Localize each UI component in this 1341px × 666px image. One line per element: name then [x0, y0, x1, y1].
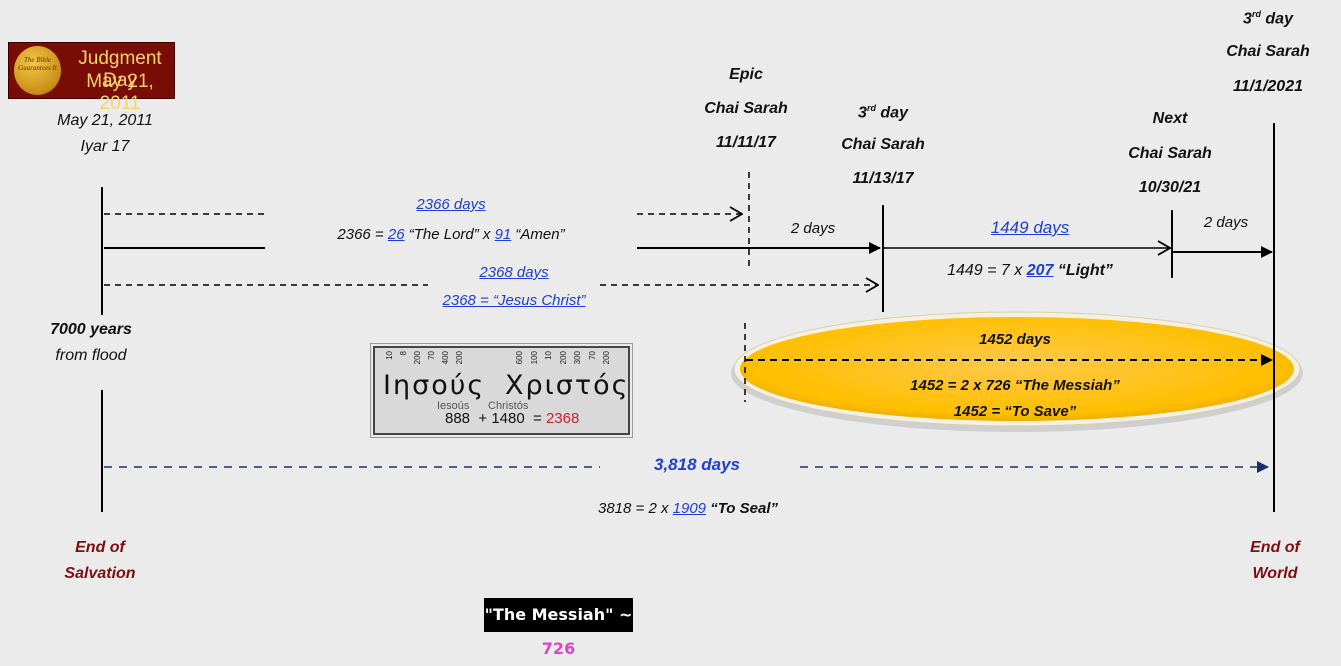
eq-1452-messiah: 1452 = 2 x 726 “The Messiah”: [910, 377, 1120, 394]
left-date-line2: Iyar 17: [80, 138, 130, 155]
greek-letter-value: 200: [455, 351, 464, 365]
third-2021-line2: Chai Sarah: [1226, 43, 1310, 60]
link-207[interactable]: 207: [1026, 262, 1054, 279]
greek-letter-value: 70: [427, 351, 436, 360]
epic-line1: Epic: [729, 66, 763, 83]
epic-line3: 11/11/17: [716, 134, 776, 151]
link-26[interactable]: 26: [387, 226, 405, 243]
end-of-salvation-line2: Salvation: [64, 565, 136, 582]
bible-guarantees-seal: The Bible Guarantees It: [14, 46, 61, 95]
greek-word-iesous: Ιησούς: [383, 370, 486, 401]
translit-iesous: Iesoús: [437, 400, 470, 412]
messiah-ellipse: [740, 317, 1294, 421]
two-days-b: 2 days: [1203, 214, 1249, 231]
greek-letter-value: 10: [385, 351, 394, 360]
next-line2: Chai Sarah: [1128, 145, 1212, 162]
left-years-line1: 7000 years: [50, 321, 132, 338]
two-days-a: 2 days: [790, 220, 836, 237]
timeline-lines: [101, 123, 1303, 512]
jesus-christ-greek-box: Ιησούς Χριστός Iesoús Christós 888 + 148…: [370, 343, 633, 438]
greek-letter-value: 100: [529, 351, 539, 365]
eq-3818: 3818 = 2 x 1909 “To Seal”: [598, 500, 778, 517]
third-2021-line3: 11/1/2021: [1233, 78, 1303, 95]
link-91[interactable]: 91: [494, 226, 512, 243]
greek-letter-value: 70: [587, 351, 597, 360]
greek-word-christos: Χριστός: [505, 370, 630, 401]
badge-line1: Judgment Day: [78, 48, 162, 91]
third-2017-line2: Chai Sarah: [841, 136, 925, 153]
third-2021-line1: 3rd day: [1243, 9, 1293, 28]
greek-letter-value: 300: [573, 351, 582, 365]
eq-1452-to-save: 1452 = “To Save”: [953, 403, 1077, 420]
label-1452-days: 1452 days: [979, 331, 1051, 348]
epic-line2: Chai Sarah: [704, 100, 788, 117]
eq-2366: 2366 = 26 “The Lord” x 91 “Amen”: [337, 226, 565, 243]
label-3818-days: 3,818 days: [653, 455, 741, 474]
greek-letter-value: 200: [602, 351, 611, 365]
greek-letter-value: 10: [544, 351, 553, 360]
third-2017-line3: 11/13/17: [852, 170, 914, 187]
greek-letter-value: 200: [413, 351, 422, 365]
greek-sum: 888 + 1480 = 2368: [445, 410, 580, 427]
next-line1: Next: [1152, 110, 1188, 127]
translit-christos: Christós: [488, 400, 529, 412]
label-2366-days[interactable]: 2366 days: [416, 196, 486, 213]
eq-1449: 1449 = 7 x 207 “Light”: [947, 262, 1113, 279]
end-of-world-line1: End of: [1250, 539, 1300, 556]
eq-2368[interactable]: 2368 = “Jesus Christ”: [442, 292, 586, 309]
greek-letter-value: 600: [515, 351, 524, 365]
end-of-world-line2: World: [1252, 565, 1298, 582]
link-1909[interactable]: 1909: [672, 500, 707, 517]
end-of-salvation-line1: End of: [75, 539, 125, 556]
label-1449-days[interactable]: 1449 days: [990, 218, 1070, 237]
third-2017-line1: 3rd day: [858, 103, 908, 122]
judgment-day-badge: The Bible Guarantees It Judgment Day May…: [8, 42, 175, 114]
greek-letter-value: 400: [441, 351, 450, 365]
left-date-line1: May 21, 2011: [57, 112, 153, 129]
next-line3: 10/30/21: [1138, 179, 1202, 196]
left-years-line2: from flood: [55, 347, 127, 364]
greek-letter-value: 200: [558, 351, 568, 365]
badge-line2: May 21, 2011: [86, 71, 154, 114]
the-messiah-726-box: "The Messiah" ~ 726: [484, 598, 633, 658]
label-2368-days[interactable]: 2368 days: [479, 264, 549, 281]
greek-letter-value: 8: [399, 351, 408, 356]
